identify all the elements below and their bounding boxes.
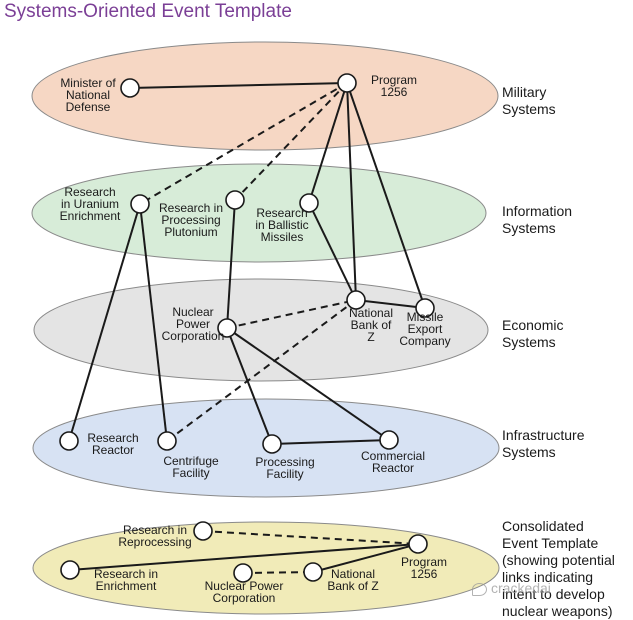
edge-program-missile <box>346 82 426 309</box>
edge-res_plutonium-npc <box>226 199 236 329</box>
node-res_uranium <box>130 194 150 214</box>
node-program <box>337 73 357 93</box>
edge-lines <box>68 82 426 574</box>
node-centrifuge <box>157 431 177 451</box>
node-missile <box>415 298 435 318</box>
edge-npc-processing <box>226 327 273 445</box>
node-commercial <box>379 430 399 450</box>
edge-c_bank-c_program <box>312 543 419 573</box>
layer-label-military: Military Systems <box>502 84 556 117</box>
edge-program-res_ballistic <box>308 82 348 204</box>
edge-res_uranium-centrifuge <box>139 203 168 442</box>
node-c_bank <box>303 562 323 582</box>
layer-ellipse-military <box>31 41 499 151</box>
edge-minister-program <box>129 82 348 89</box>
layer-label-economic: Economic Systems <box>502 317 564 350</box>
node-npc <box>217 318 237 338</box>
edge-npc-commercial <box>226 327 390 441</box>
edge-bank-missile <box>355 299 426 309</box>
watermark-text: crackedai <box>491 580 551 596</box>
node-c_enrichment <box>60 560 80 580</box>
edge-program-res_uranium <box>139 82 348 205</box>
layer-ellipse-information <box>31 163 487 263</box>
node-c_reprocessing <box>193 521 213 541</box>
edge-program-res_plutonium <box>234 82 348 201</box>
node-res_plutonium <box>225 190 245 210</box>
edge-program-bank <box>346 82 357 301</box>
edge-bank-centrifuge <box>166 299 357 442</box>
page-title: Systems-Oriented Event Template <box>4 1 292 22</box>
layer-label-consolidated: Consolidated Event Template (showing pot… <box>502 518 615 619</box>
node-circles <box>59 73 435 583</box>
node-minister <box>120 78 140 98</box>
node-c_program <box>408 534 428 554</box>
layer-ellipse-economic <box>33 278 489 382</box>
node-res_reactor <box>59 431 79 451</box>
layer-label-information: Information Systems <box>502 203 573 236</box>
watermark: crackedai <box>472 580 551 596</box>
node-bank <box>346 290 366 310</box>
edge-processing-commercial <box>271 439 390 445</box>
edge-res_uranium-res_reactor <box>68 203 141 442</box>
node-processing <box>262 434 282 454</box>
chat-bubble-icon <box>472 582 487 596</box>
node-c_npc <box>233 563 253 583</box>
edge-res_ballistic-bank <box>308 202 357 301</box>
layer-label-infrastructure: Infrastructure Systems <box>502 427 585 460</box>
layer-ellipses <box>31 41 500 615</box>
node-res_ballistic <box>299 193 319 213</box>
edge-c_enrichment-c_program <box>69 543 419 571</box>
edge-npc-bank <box>226 299 357 329</box>
layer-ellipse-consolidated <box>32 521 500 615</box>
